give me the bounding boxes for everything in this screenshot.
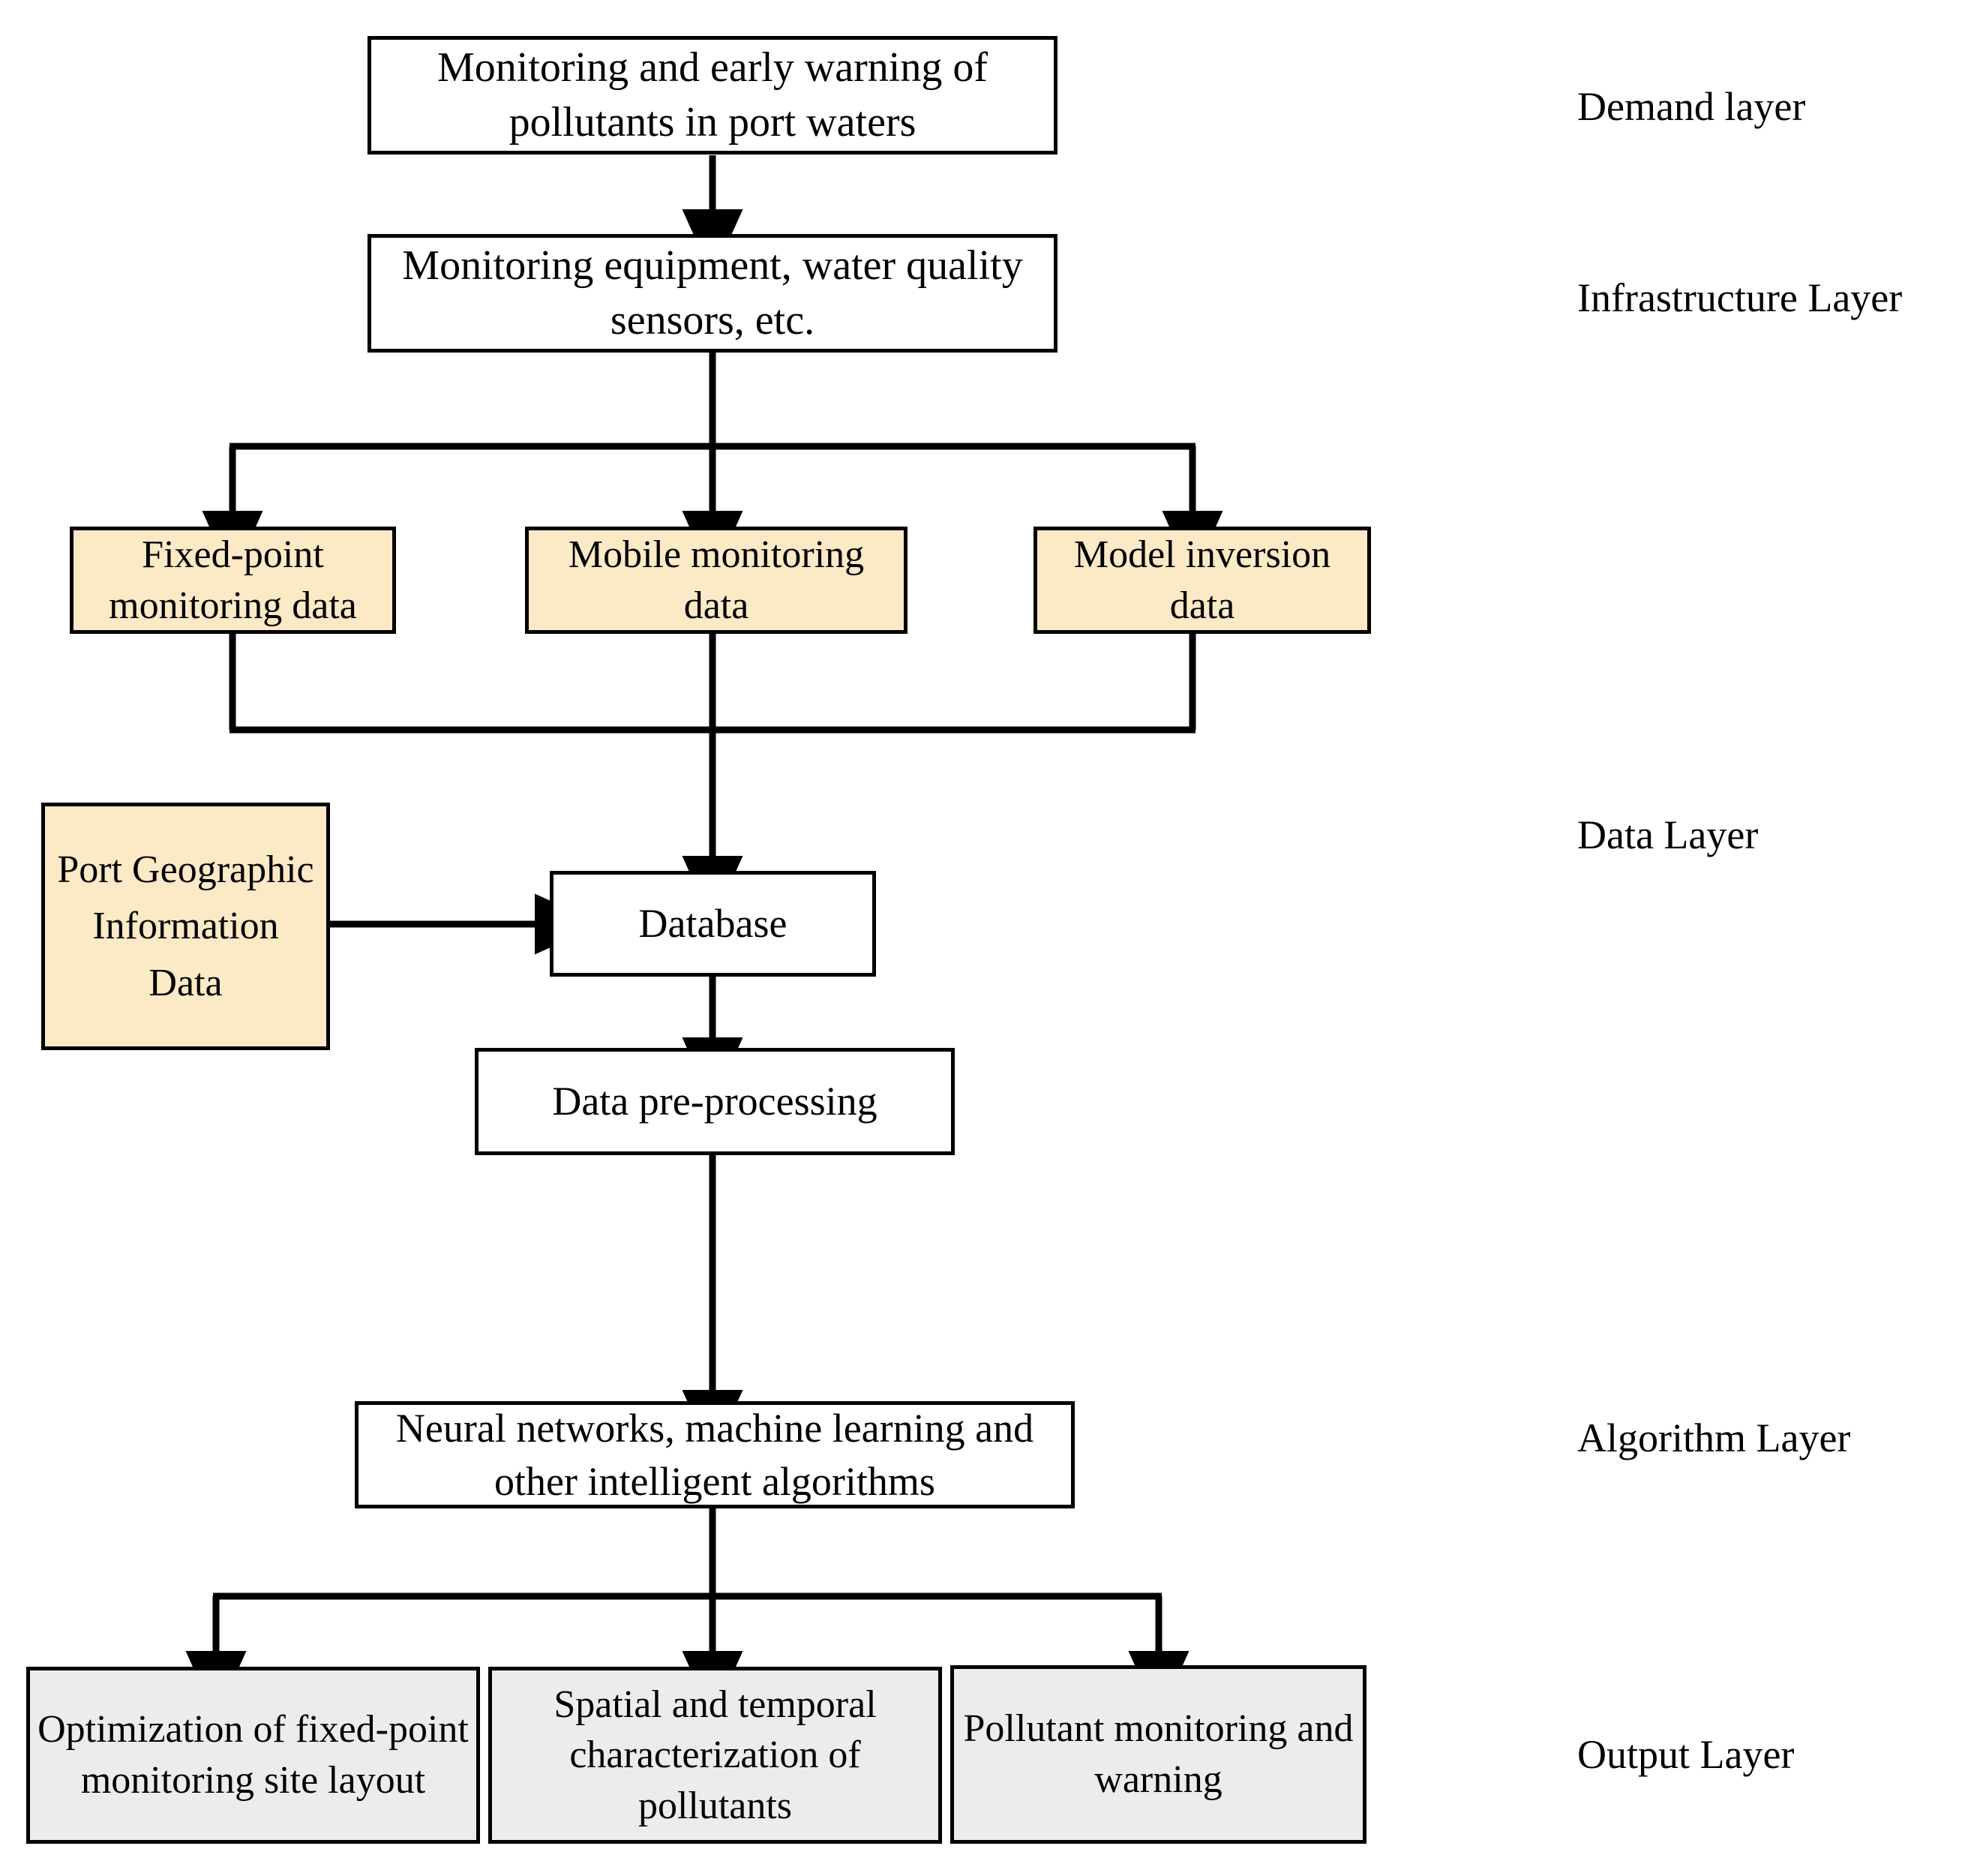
node-mobile-data[interactable]: Mobile monitoring data — [525, 527, 908, 634]
layer-label-data: Data Layer — [1577, 812, 1759, 857]
node-algorithms[interactable]: Neural networks, machine learning and ot… — [355, 1401, 1075, 1508]
node-output-warning-label: Pollutant monitoring and warning — [963, 1707, 1354, 1801]
node-port-gis-data[interactable]: Port Geographic Information Data — [41, 803, 330, 1050]
node-fixed-point-data-label: Fixed-point monitoring data — [109, 533, 357, 627]
node-infrastructure-label: Monitoring equipment, water quality sens… — [402, 242, 1023, 344]
node-preprocessing-label: Data pre-processing — [552, 1079, 878, 1124]
node-algorithms-label: Neural networks, machine learning and ot… — [395, 1406, 1034, 1504]
node-output-site-layout-label: Optimization of fixed-point monitoring s… — [38, 1708, 469, 1802]
layer-label-demand: Demand layer — [1577, 84, 1806, 129]
node-output-spatiotemporal[interactable]: Spatial and temporal characterization of… — [488, 1667, 942, 1844]
node-output-spatiotemporal-label: Spatial and temporal characterization of… — [554, 1682, 877, 1827]
node-output-site-layout[interactable]: Optimization of fixed-point monitoring s… — [26, 1667, 480, 1844]
node-demand-label: Monitoring and early warning of pollutan… — [436, 44, 988, 146]
layer-label-infrastructure: Infrastructure Layer — [1577, 275, 1903, 320]
node-preprocessing[interactable]: Data pre-processing — [475, 1048, 955, 1155]
node-port-gis-data-label: Port Geographic Information Data — [57, 848, 314, 1004]
node-demand[interactable]: Monitoring and early warning of pollutan… — [368, 36, 1058, 155]
node-database[interactable]: Database — [550, 871, 876, 977]
node-output-warning[interactable]: Pollutant monitoring and warning — [950, 1665, 1366, 1844]
node-model-inversion-data[interactable]: Model inversion data — [1034, 527, 1371, 634]
node-mobile-data-label: Mobile monitoring data — [568, 533, 865, 627]
layer-label-algorithm: Algorithm Layer — [1577, 1415, 1851, 1460]
node-database-label: Database — [638, 901, 788, 947]
node-model-inversion-data-label: Model inversion data — [1073, 533, 1331, 627]
node-fixed-point-data[interactable]: Fixed-point monitoring data — [70, 527, 396, 634]
node-infrastructure[interactable]: Monitoring equipment, water quality sens… — [368, 234, 1058, 353]
layer-label-output: Output Layer — [1577, 1732, 1795, 1777]
